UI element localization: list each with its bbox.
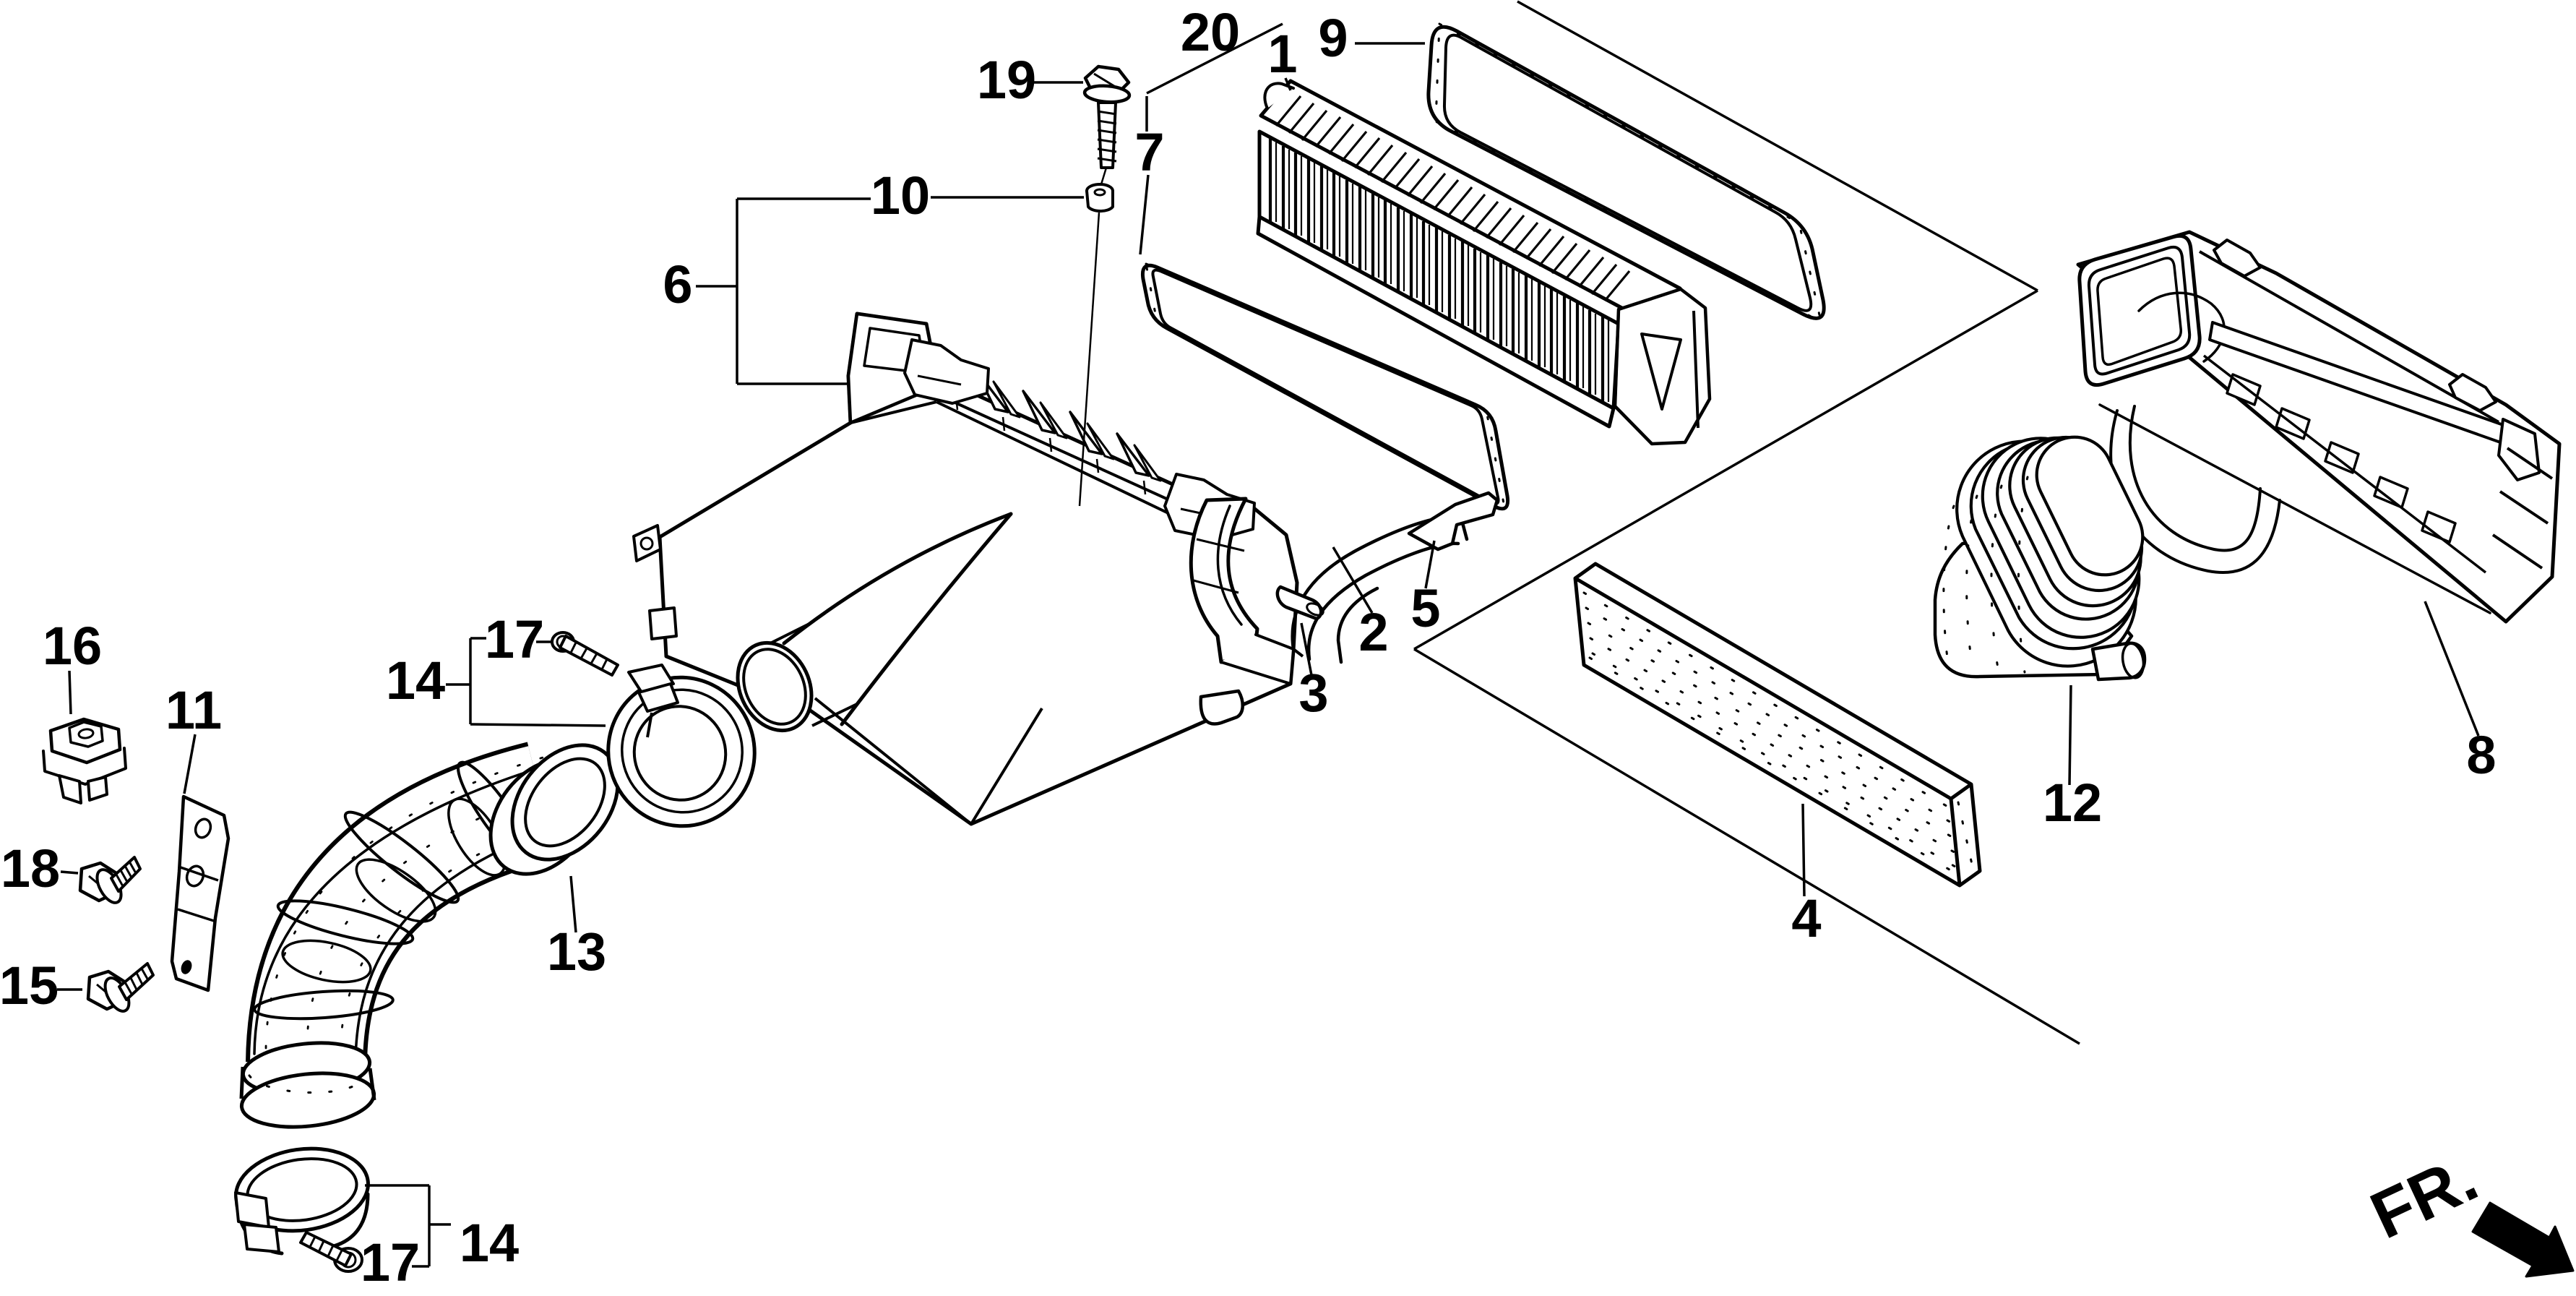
- svg-text:7: 7: [1134, 122, 1164, 182]
- svg-text:16: 16: [43, 616, 102, 676]
- svg-text:18: 18: [1, 838, 60, 898]
- svg-text:2: 2: [1358, 602, 1388, 662]
- svg-text:9: 9: [1318, 8, 1348, 68]
- svg-text:20: 20: [1181, 2, 1240, 62]
- svg-text:17: 17: [485, 609, 544, 669]
- svg-text:15: 15: [0, 956, 59, 1016]
- svg-text:14: 14: [460, 1213, 519, 1273]
- svg-text:1: 1: [1267, 24, 1297, 84]
- svg-text:17: 17: [361, 1232, 420, 1292]
- svg-text:11: 11: [165, 680, 222, 740]
- svg-text:3: 3: [1298, 663, 1328, 723]
- svg-text:10: 10: [871, 166, 930, 226]
- svg-text:12: 12: [2043, 773, 2102, 833]
- svg-text:6: 6: [663, 254, 692, 314]
- svg-text:4: 4: [1791, 888, 1821, 948]
- svg-text:19: 19: [977, 50, 1036, 110]
- svg-text:8: 8: [2466, 725, 2496, 785]
- svg-text:14: 14: [386, 651, 445, 711]
